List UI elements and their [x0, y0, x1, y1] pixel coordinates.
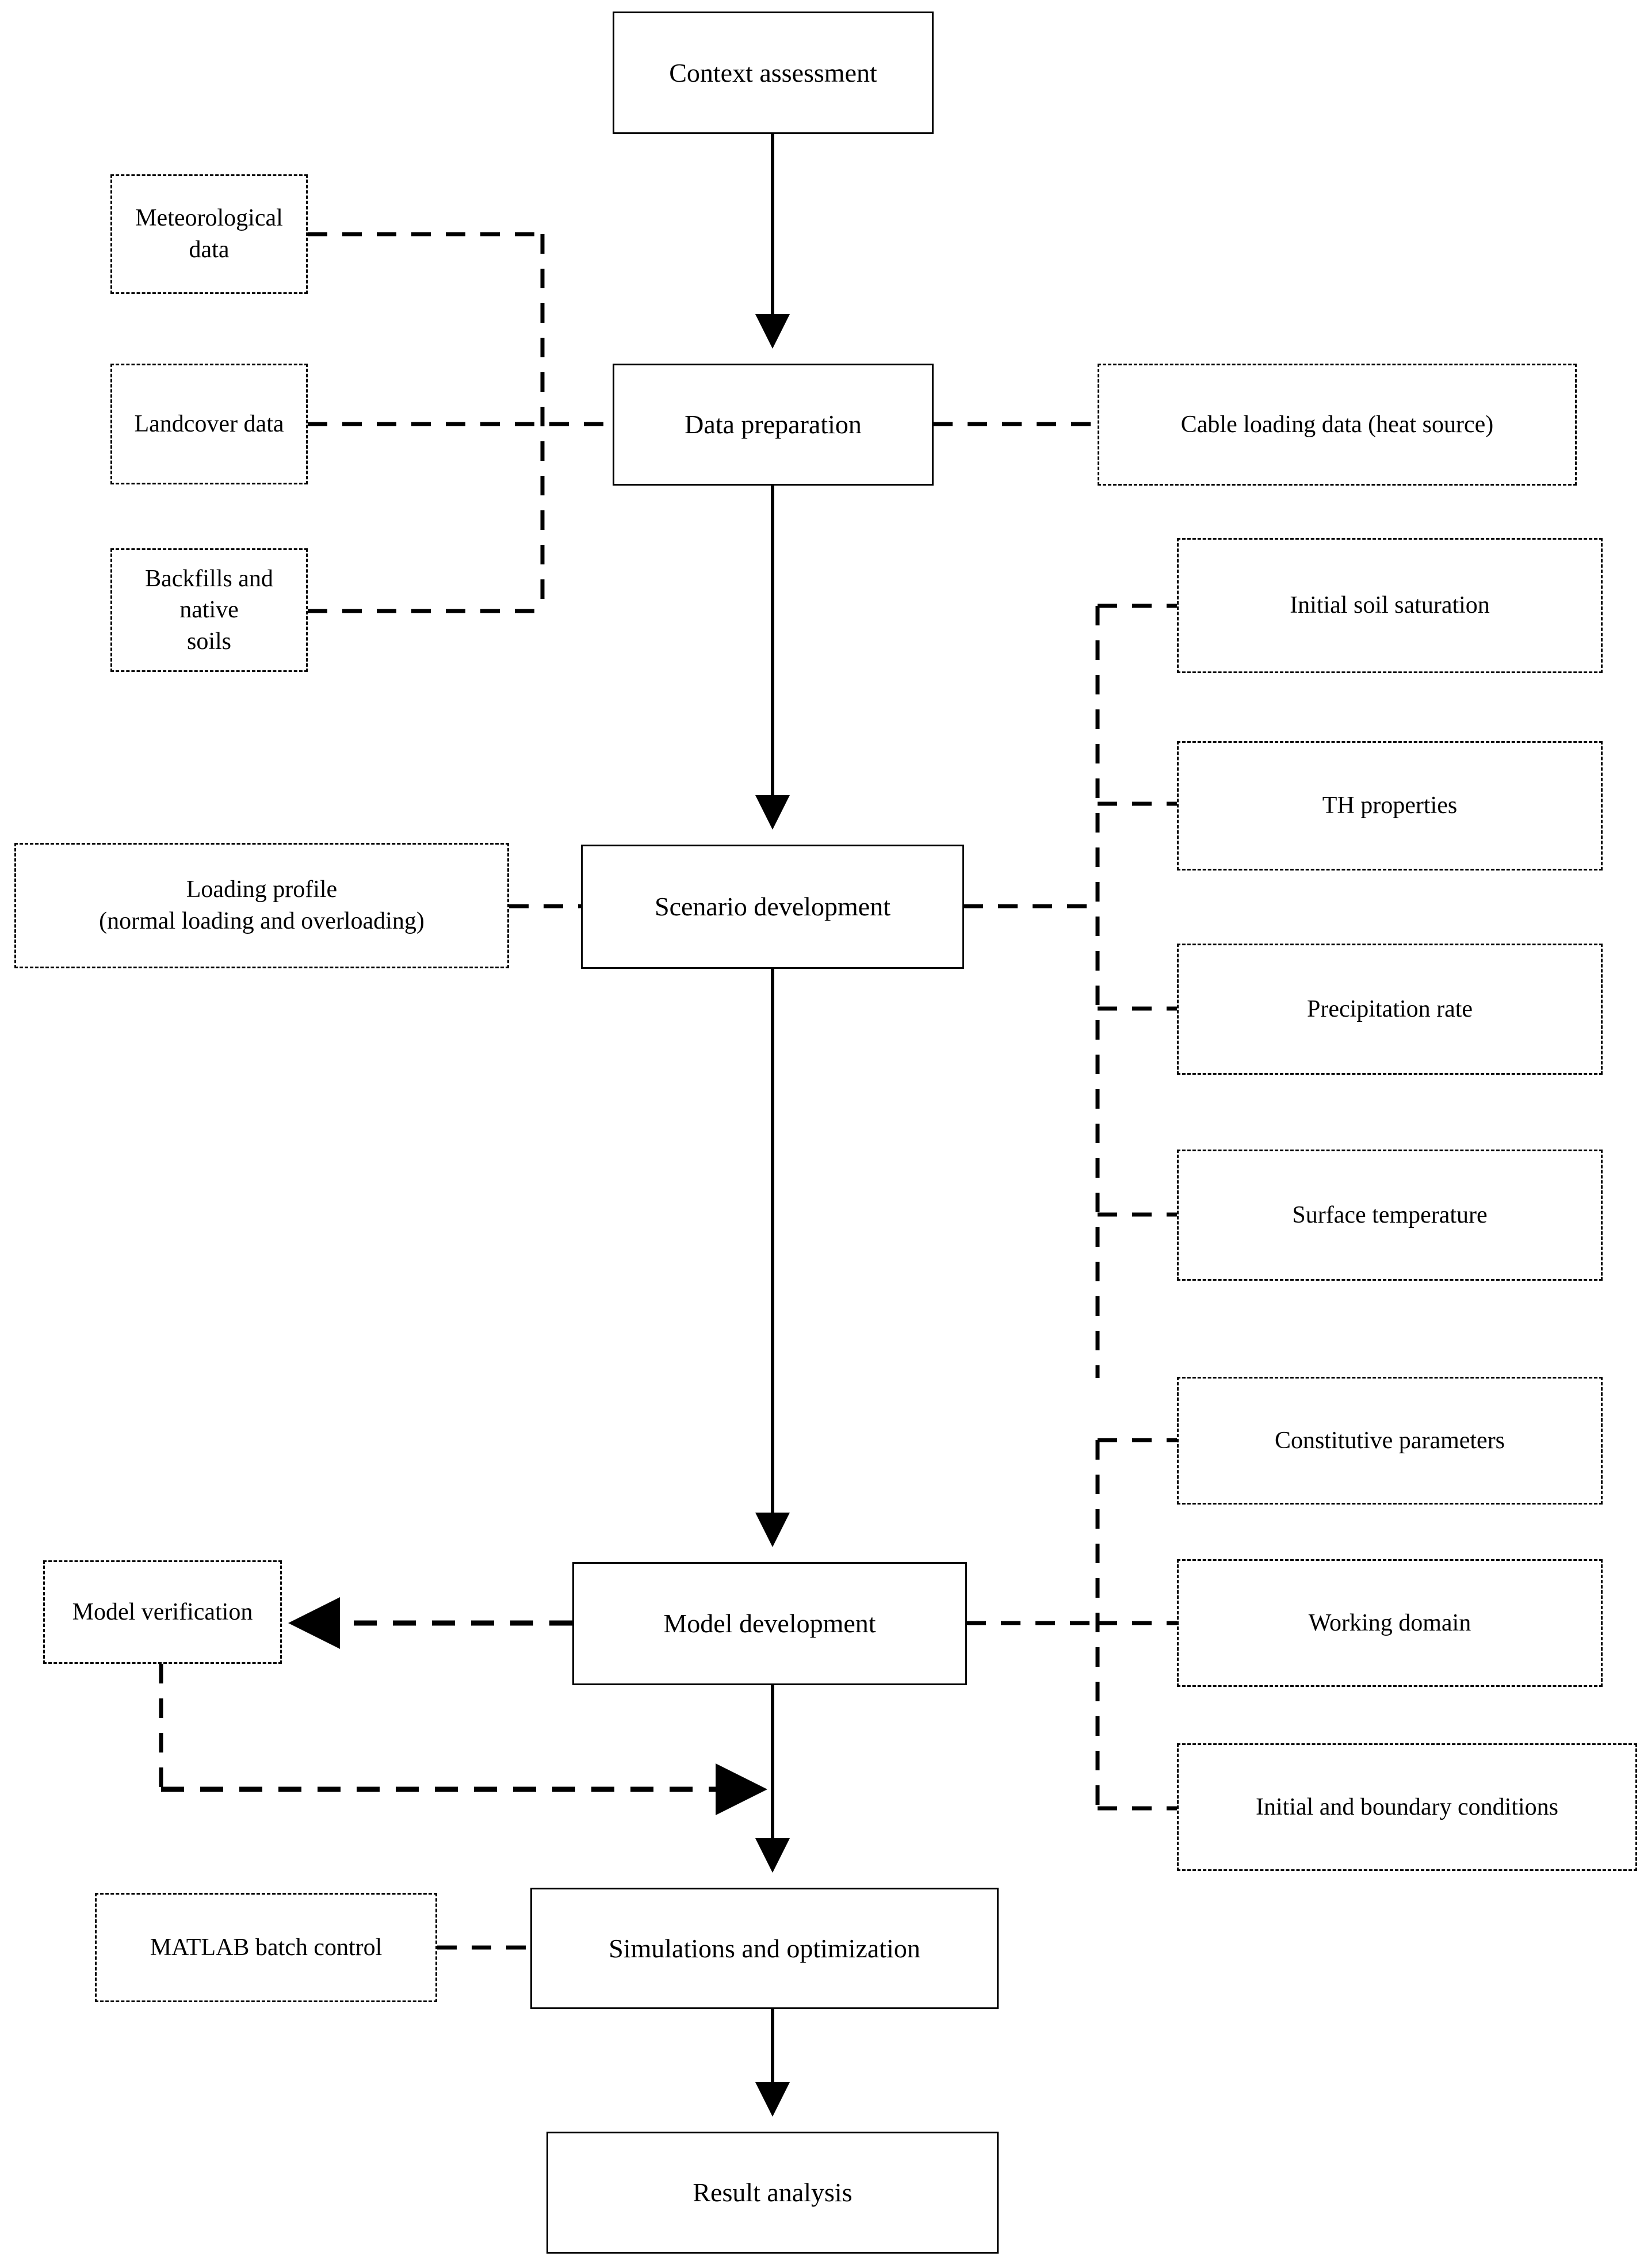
- box-label: Precipitation rate: [1306, 995, 1473, 1022]
- box-label: Landcover data: [134, 410, 284, 437]
- box-label: Working domain: [1308, 1609, 1471, 1636]
- box-model-verification[interactable]: Model verification: [43, 1560, 282, 1664]
- box-label: Simulations and optimization: [609, 1933, 920, 1963]
- box-backfills-native-soils[interactable]: Backfills and native soils: [110, 548, 308, 672]
- box-label: Surface temperature: [1292, 1201, 1488, 1228]
- box-label: Initial and boundary conditions: [1255, 1793, 1559, 1820]
- box-label: Context assessment: [669, 58, 877, 87]
- box-initial-boundary-conditions[interactable]: Initial and boundary conditions: [1177, 1743, 1637, 1871]
- box-label: Data preparation: [685, 410, 862, 440]
- box-context-assessment[interactable]: Context assessment: [613, 12, 934, 134]
- box-matlab-batch-control[interactable]: MATLAB batch control: [95, 1893, 437, 2002]
- box-label: MATLAB batch control: [150, 1934, 383, 1961]
- box-label: Initial soil saturation: [1290, 592, 1490, 619]
- box-meteorological-data[interactable]: Meteorological data: [110, 174, 308, 294]
- box-label: Constitutive parameters: [1274, 1427, 1505, 1454]
- box-label: Scenario development: [654, 892, 891, 922]
- box-initial-soil-saturation[interactable]: Initial soil saturation: [1177, 538, 1603, 673]
- box-label: Result analysis: [693, 2178, 853, 2208]
- box-constitutive-parameters[interactable]: Constitutive parameters: [1177, 1377, 1603, 1505]
- box-surface-temperature[interactable]: Surface temperature: [1177, 1150, 1603, 1281]
- box-label: Model verification: [72, 1598, 253, 1625]
- box-cable-loading-data[interactable]: Cable loading data (heat source): [1098, 364, 1577, 486]
- box-simulations-optimization[interactable]: Simulations and optimization: [530, 1888, 999, 2009]
- box-result-analysis[interactable]: Result analysis: [546, 2132, 999, 2254]
- box-model-development[interactable]: Model development: [572, 1562, 967, 1685]
- box-th-properties[interactable]: TH properties: [1177, 741, 1603, 870]
- box-label: Cable loading data (heat source): [1180, 411, 1494, 438]
- box-label: Meteorological data: [135, 205, 283, 263]
- box-data-preparation[interactable]: Data preparation: [613, 364, 934, 486]
- box-landcover-data[interactable]: Landcover data: [110, 364, 308, 484]
- box-label: TH properties: [1322, 792, 1458, 819]
- box-working-domain[interactable]: Working domain: [1177, 1559, 1603, 1687]
- box-scenario-development[interactable]: Scenario development: [581, 845, 964, 969]
- box-label: Model development: [663, 1609, 876, 1639]
- box-label: Backfills and native soils: [145, 565, 273, 655]
- box-precipitation-rate[interactable]: Precipitation rate: [1177, 944, 1603, 1075]
- box-label: Loading profile (normal loading and over…: [99, 876, 425, 934]
- box-loading-profile[interactable]: Loading profile (normal loading and over…: [14, 843, 509, 968]
